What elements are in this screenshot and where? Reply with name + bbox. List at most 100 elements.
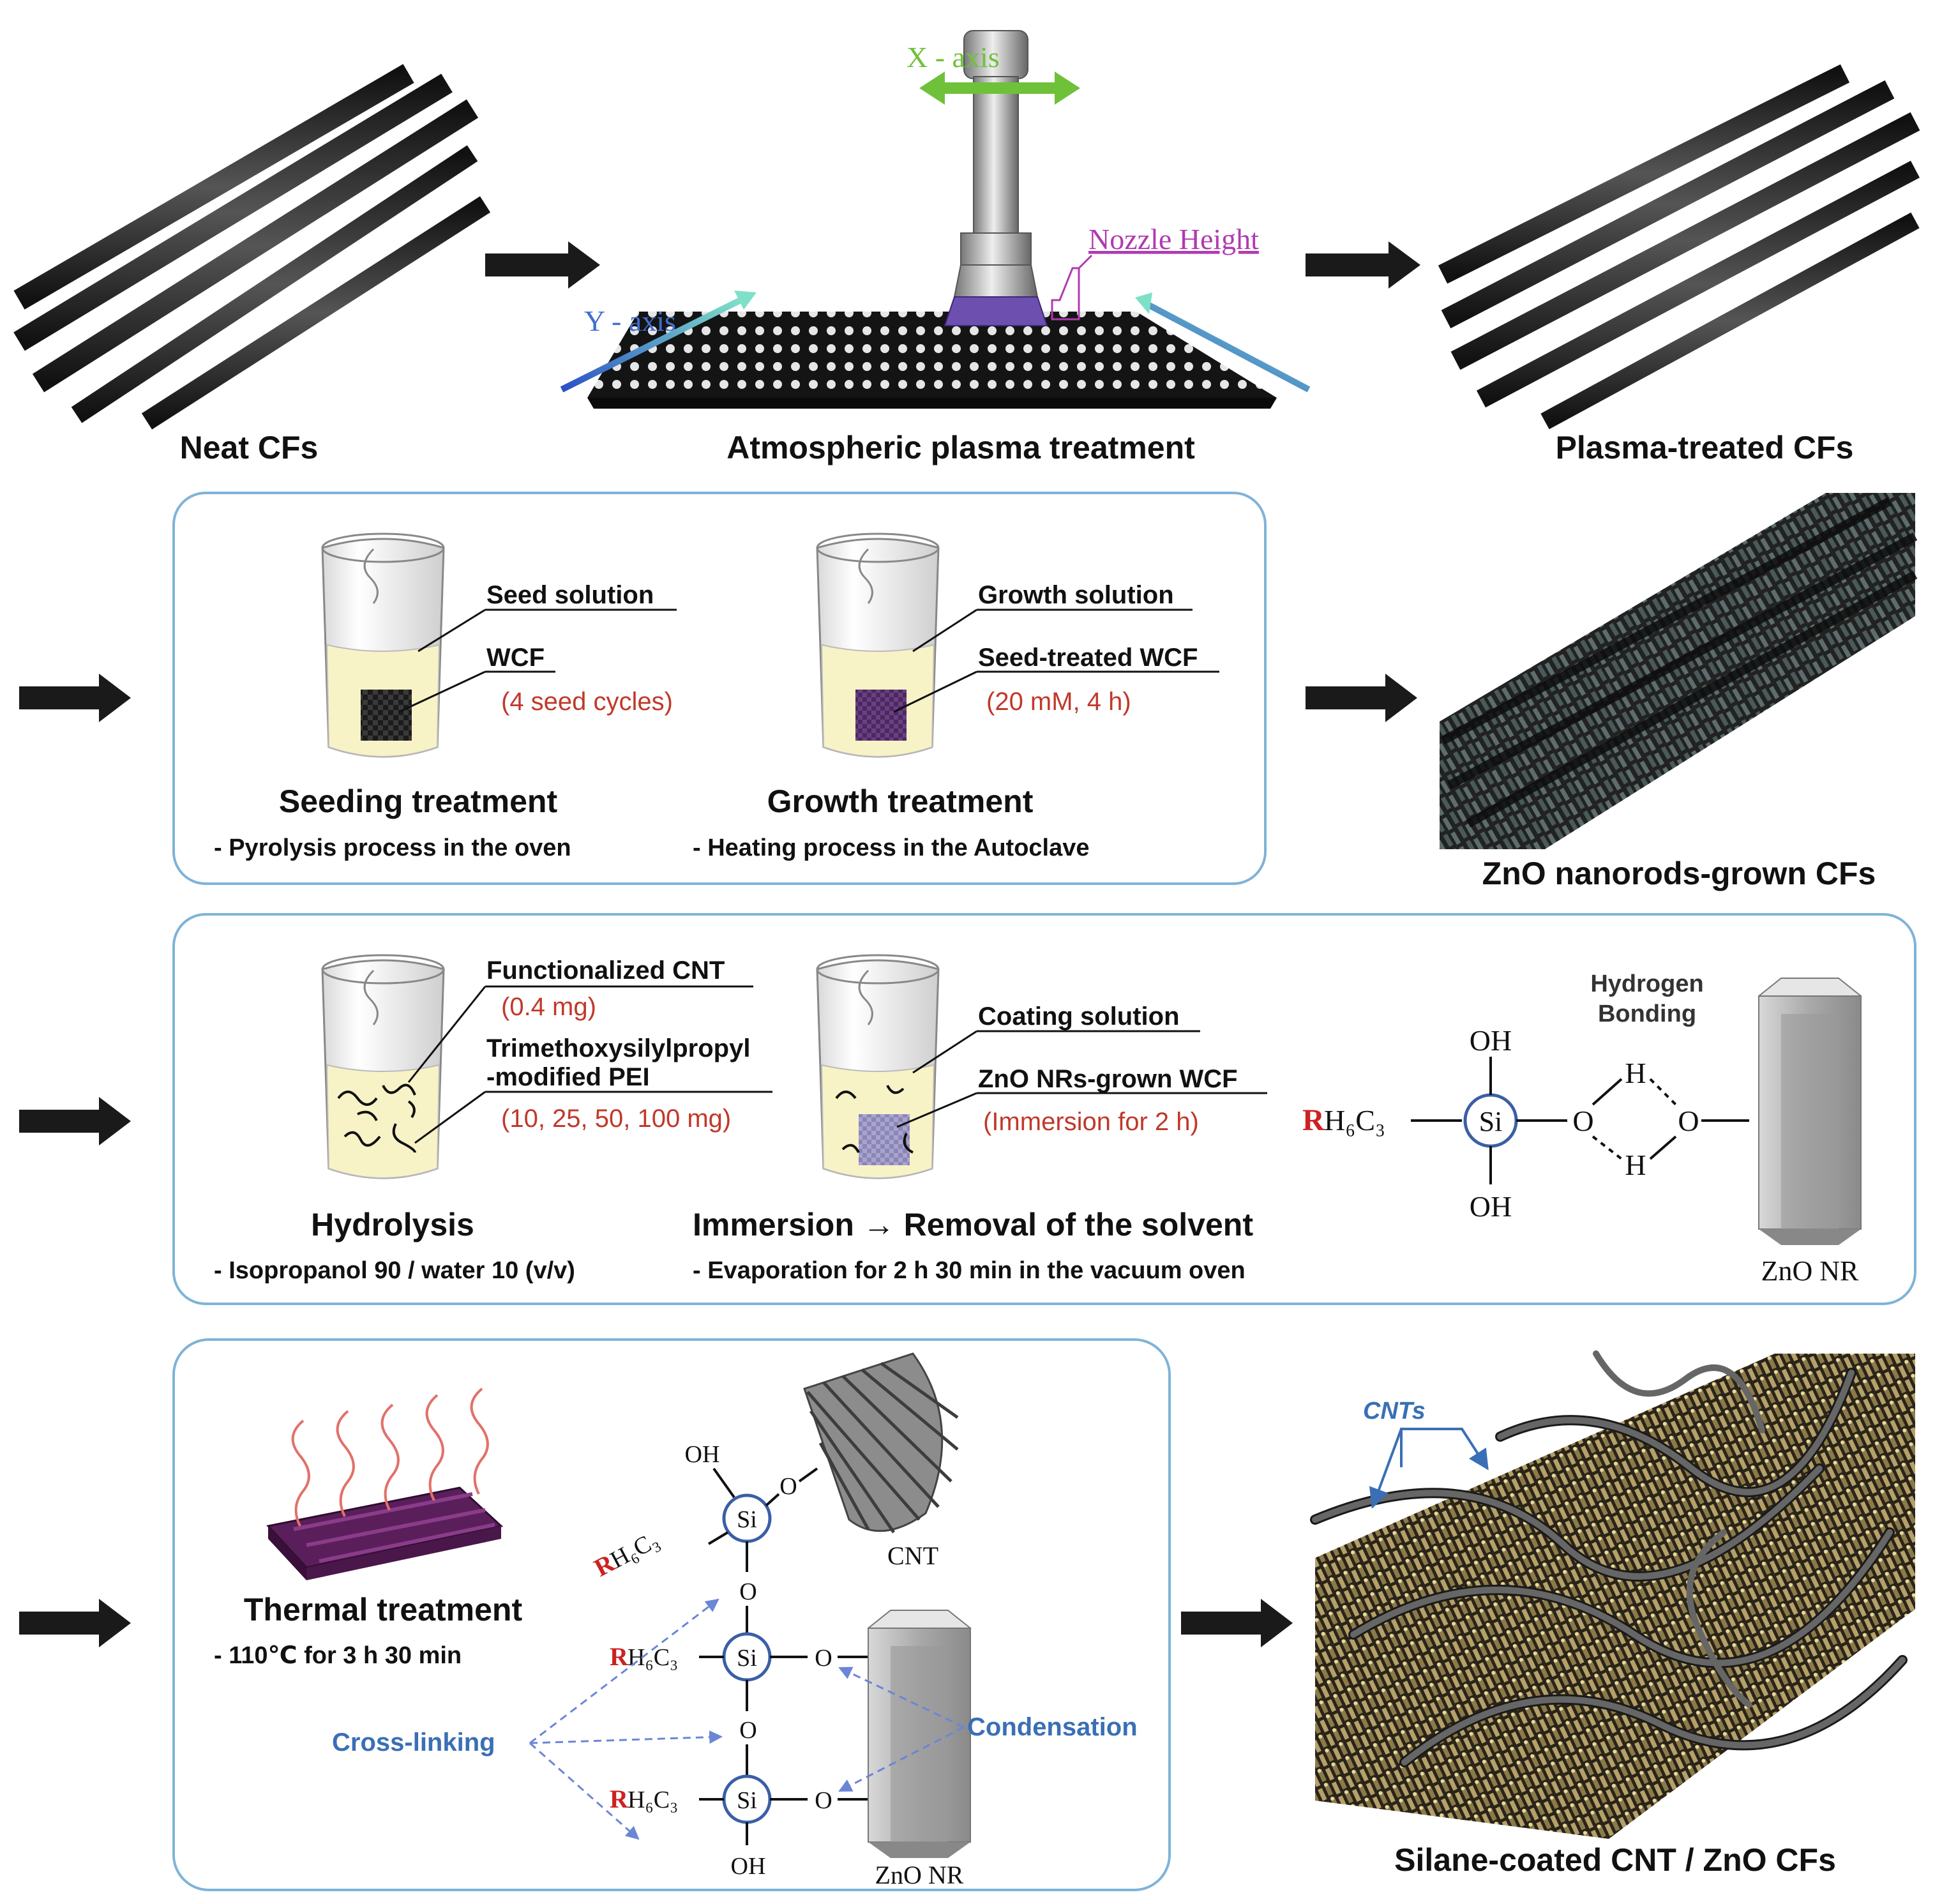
growth-treatment-title: Growth treatment [767,783,1034,819]
x-axis-arrow [919,72,1080,105]
hydrolysis-sub: - Isopropanol 90 / water 10 (v/v) [214,1257,575,1284]
o-vert-1: O [739,1578,756,1605]
zno-nanorod-row3 [1758,978,1862,1245]
neat-cfs-label: Neat CFs [180,430,319,465]
o-right: O [1678,1105,1699,1137]
arrow-row4-in [19,1599,131,1647]
cnt-cone [803,1352,959,1534]
condensation-arrows [838,1666,965,1792]
growth-treatment-sub: - Heating process in the Autoclave [693,835,1090,861]
zno-nr-label-row3: ZnO NR [1761,1255,1859,1287]
h-bottom: H [1625,1149,1646,1181]
growth-beaker [816,533,940,758]
wcf-sample [361,690,412,741]
hydrolysis-title: Hydrolysis [311,1207,474,1243]
hydrogen-label: Hydrogen [1590,971,1703,997]
o-mid-link: O [815,1645,832,1672]
o-left: O [1572,1105,1593,1137]
pei-amount-label: (10, 25, 50, 100 mg) [501,1105,731,1133]
y-axis-arrow-left [560,291,756,393]
condensation-label: Condensation [967,1713,1138,1741]
trimethoxysilylpropyl-label: Trimethoxysilylpropyl [486,1034,750,1062]
o-vert-2: O [739,1717,756,1744]
immersion-beaker [816,954,940,1179]
cross-linking-arrows [529,1598,723,1840]
cnt-squiggles [337,1084,416,1153]
r-group: R [1302,1103,1325,1137]
silane-coated-cfs-illustration [1310,1350,1915,1839]
plasma-treatment-label: Atmospheric plasma treatment [726,430,1195,465]
wcf-label: WCF [486,644,545,672]
oh-bottom: OH [1470,1190,1512,1223]
plasma-treated-cfs-label: Plasma-treated CFs [1556,430,1854,465]
oh-bottom-row4: OH [731,1853,766,1880]
nozzle-column [973,76,1019,237]
si-top-label: Si [737,1506,757,1533]
zno-nr-label-row4: ZnO NR [875,1861,964,1889]
immersion-sub: - Evaporation for 2 h 30 min in the vacu… [693,1257,1246,1284]
zno-nanorods-cfs-label: ZnO nanorods-grown CFs [1482,856,1876,891]
y-axis-arrow-right [1135,292,1311,393]
hydrolysis-beaker [321,954,445,1179]
fabric-mesh [587,312,1277,398]
arrow-row1-a [485,241,600,289]
arrow-row3-in [19,1097,131,1145]
si-bottom-label: Si [737,1787,757,1814]
seed-treated-wcf-sample [855,690,907,741]
seed-beaker [321,533,445,758]
thermal-treatment-sub: - 110℃ for 3 h 30 min [214,1642,462,1669]
heat-waves [291,1387,489,1527]
plasma-apparatus [587,30,1277,409]
silane-network: OH Si O R H₆C₃ O Si R H₆C₃ O O Si R H₆C₃ [589,1441,868,1880]
seed-solution-label: Seed solution [486,581,654,609]
si-label: Si [1479,1106,1503,1137]
bonding-label: Bonding [1598,1001,1696,1027]
silane-coated-cfs-label: Silane-coated CNT / ZnO CFs [1394,1842,1836,1878]
seed-cycles-label: (4 seed cycles) [501,688,673,716]
arrow-row2-in [19,674,131,722]
seed-treated-wcf-label: Seed-treated WCF [978,644,1198,672]
cnts-label: CNTs [1363,1398,1426,1424]
r-group-bottom: R [610,1785,629,1813]
nozzle-height-label: Nozzle Height [1088,223,1259,255]
arrow-row4-out [1181,1599,1293,1647]
alkyl-top: H₆C₃ [606,1526,663,1573]
immersion-title: Immersion → Removal of the solvent [693,1207,1253,1243]
cnt-amount-label: (0.4 mg) [501,993,596,1021]
seeding-growth-box [172,492,1267,885]
nozzle-height-bracket [1051,267,1080,321]
seeding-treatment-sub: - Pyrolysis process in the oven [214,835,571,861]
seeding-treatment-title: Seeding treatment [279,783,558,819]
functionalized-cnt-label: Functionalized CNT [486,956,725,985]
thermal-treatment-box [172,1338,1171,1891]
coating-solution-label: Coating solution [978,1002,1180,1031]
neat-cfs-illustration [13,64,491,430]
zno-nanorod-row4 [867,1610,972,1858]
cross-linking-label: Cross-linking [332,1728,495,1757]
alkyl-bottom: H₆C₃ [628,1787,678,1813]
arrow-row2-out [1306,674,1417,722]
modified-pei-label: -modified PEI [486,1063,650,1091]
oh-top: OH [1470,1024,1512,1057]
x-axis-label: X - axis [907,41,1000,73]
zno-nrs-grown-wcf-label: ZnO NRs-grown WCF [978,1065,1238,1093]
arrow-row1-b [1306,241,1420,289]
o-top-link: O [779,1473,797,1500]
heated-fabric [266,1387,504,1580]
h-top: H [1625,1057,1646,1089]
immersion-time-label: (Immersion for 2 h) [983,1108,1199,1136]
growth-solution-label: Growth solution [978,581,1174,609]
o-bottom-link: O [815,1787,832,1814]
si-mid-label: Si [737,1645,757,1672]
hydrogen-bonding-scheme: R H₆C₃ Si OH OH O H H O Hydrogen Bonding [1302,971,1749,1223]
plasma-glow [944,296,1048,326]
oh-top-row4: OH [685,1441,720,1468]
plasma-treated-cfs-illustration [1438,64,1920,430]
growth-conditions-label: (20 mM, 4 h) [986,688,1131,716]
zno-nanorods-cfs-illustration [1440,493,1918,849]
cnt-label: CNT [887,1541,938,1570]
thermal-treatment-title: Thermal treatment [244,1592,523,1628]
y-axis-label: Y - axis [584,305,676,337]
zno-wcf-sample [859,1114,910,1165]
